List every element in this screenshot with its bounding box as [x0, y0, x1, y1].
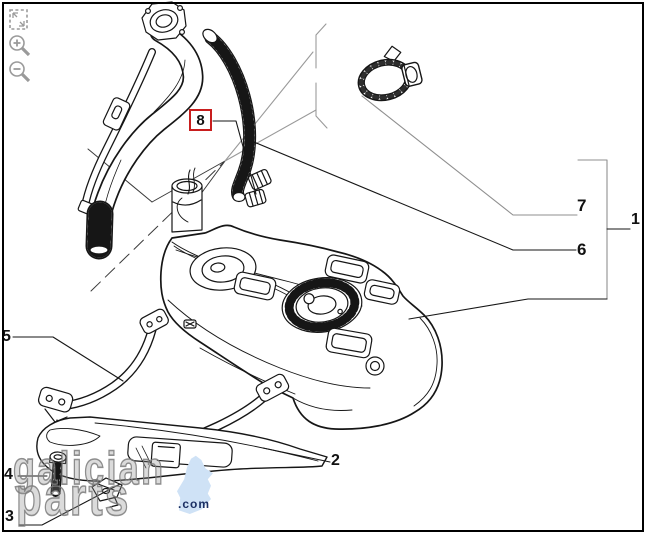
tank-inlet-neck	[171, 167, 203, 233]
breather-hose	[202, 28, 257, 203]
callout-3[interactable]: 3	[5, 508, 14, 525]
callout-8-highlighted[interactable]: 8	[189, 109, 212, 131]
filler-pipe	[77, 1, 204, 260]
callout-7[interactable]: 7	[577, 196, 587, 215]
fit-to-screen-icon[interactable]	[9, 9, 28, 30]
screw	[49, 451, 67, 497]
clip	[91, 477, 123, 508]
callout-4[interactable]: 4	[4, 466, 13, 483]
tank-strap-upper	[37, 308, 169, 439]
hose-clamp	[357, 45, 423, 102]
callout-2[interactable]: 2	[331, 452, 340, 469]
zoom-out-icon[interactable]	[9, 61, 31, 83]
callout-5[interactable]: 5	[2, 328, 11, 345]
callout-1[interactable]: 1	[631, 211, 640, 228]
fuel-tank	[159, 167, 443, 430]
heat-shield	[36, 416, 328, 482]
leader-lines	[12, 95, 631, 526]
clamp-locator-lines	[224, 23, 328, 162]
hose-connector	[244, 168, 272, 208]
zoom-in-icon[interactable]	[9, 35, 31, 57]
callout-6[interactable]: 6	[577, 240, 587, 259]
pump-ring	[281, 277, 363, 333]
viewer-toolbar	[9, 9, 31, 83]
